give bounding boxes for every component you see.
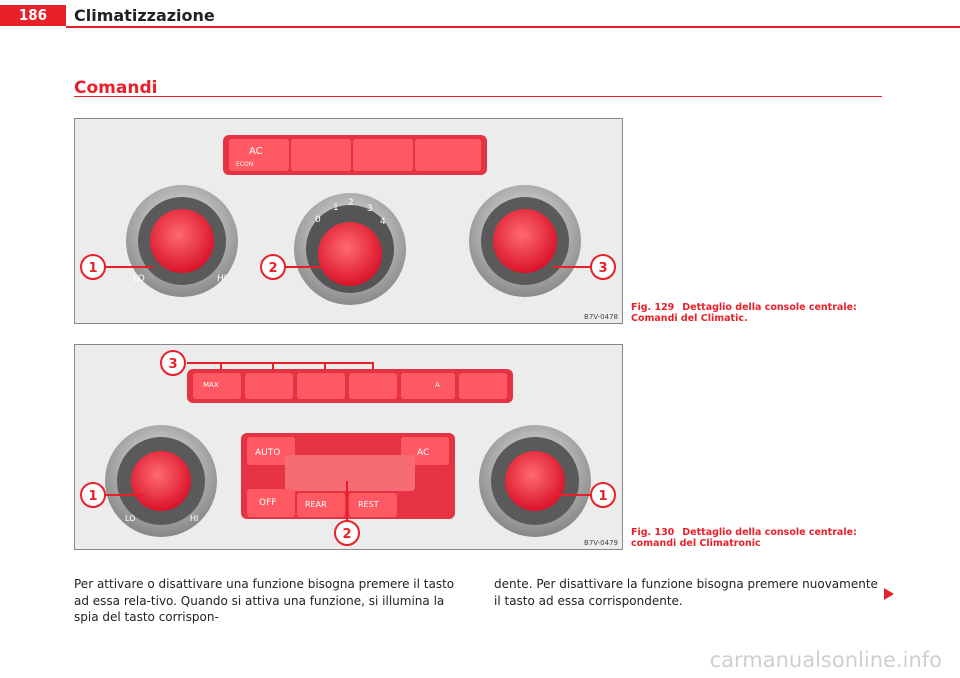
seat-button-2[interactable] bbox=[297, 373, 345, 399]
rest-button[interactable] bbox=[349, 493, 397, 517]
caption-label: Fig. 130 bbox=[631, 527, 675, 538]
climatronic-panel-illustration: MAX A AUTO AC OFF REAR REST LO HI bbox=[75, 345, 622, 549]
svg-text:3: 3 bbox=[168, 357, 177, 372]
econ-label: ECON bbox=[236, 161, 253, 168]
svg-text:3: 3 bbox=[598, 261, 607, 276]
callout-3: 3 bbox=[160, 350, 374, 376]
svg-text:AUTO: AUTO bbox=[255, 448, 280, 458]
callout-1-left: 1 bbox=[80, 482, 145, 508]
caption-label: Fig. 129 bbox=[631, 302, 675, 313]
svg-text:AC: AC bbox=[417, 448, 429, 458]
caption-text: Dettaglio della console centrale: Comand… bbox=[631, 302, 857, 324]
recirc-auto-button[interactable] bbox=[401, 373, 455, 399]
svg-text:1: 1 bbox=[598, 489, 607, 504]
seat-button-1[interactable] bbox=[245, 373, 293, 399]
svg-text:2: 2 bbox=[348, 198, 354, 208]
rear-button[interactable] bbox=[297, 493, 345, 517]
section-title: Comandi bbox=[74, 78, 158, 98]
callout-2: 2 bbox=[260, 254, 325, 280]
svg-text:REAR: REAR bbox=[305, 500, 327, 509]
svg-text:2: 2 bbox=[342, 527, 351, 542]
ac-label: AC bbox=[249, 146, 263, 157]
max-button[interactable] bbox=[193, 373, 241, 399]
svg-text:OFF: OFF bbox=[259, 498, 276, 508]
auto-button[interactable] bbox=[247, 437, 295, 465]
rear-defrost-button[interactable] bbox=[291, 139, 351, 171]
body-text-right: dente. Per disattivare la funzione bisog… bbox=[494, 577, 878, 608]
svg-text:REST: REST bbox=[358, 500, 379, 509]
hi-label: HI bbox=[217, 274, 226, 284]
ac-button[interactable] bbox=[229, 139, 289, 171]
chapter-title: Climatizzazione bbox=[74, 6, 215, 25]
svg-text:MAX: MAX bbox=[203, 381, 219, 389]
figure-code: B7V-0479 bbox=[584, 539, 618, 547]
figure-code: B7V-0478 bbox=[584, 313, 618, 321]
rear-window-button[interactable] bbox=[459, 373, 507, 399]
windshield-button[interactable] bbox=[353, 139, 413, 171]
svg-text:3: 3 bbox=[367, 204, 373, 214]
svg-text:2: 2 bbox=[268, 261, 277, 276]
body-text-left: Per attivare o disattivare una funzione … bbox=[74, 577, 455, 624]
recirculation-button[interactable] bbox=[415, 139, 481, 171]
watermark: carmanualsonline.info bbox=[709, 648, 942, 672]
svg-text:HI: HI bbox=[190, 514, 198, 523]
figure-climatic: AC ECON LO HI 0 1 2 3 4 1 2 bbox=[74, 118, 623, 324]
page-number: 186 bbox=[0, 5, 66, 26]
climatic-panel-illustration: AC ECON LO HI 0 1 2 3 4 1 2 bbox=[75, 119, 622, 323]
caption-text: Dettaglio della console centrale: comand… bbox=[631, 527, 857, 549]
svg-text:1: 1 bbox=[88, 261, 97, 276]
svg-text:0: 0 bbox=[315, 215, 321, 225]
svg-text:1: 1 bbox=[88, 489, 97, 504]
seat-button-3[interactable] bbox=[349, 373, 397, 399]
continue-arrow-icon bbox=[884, 588, 894, 600]
callout-3: 3 bbox=[553, 254, 616, 280]
svg-text:A: A bbox=[435, 381, 440, 389]
callout-1-right: 1 bbox=[555, 482, 616, 508]
callout-1: 1 bbox=[80, 254, 153, 280]
callout-2: 2 bbox=[334, 481, 360, 546]
header-rule bbox=[66, 26, 960, 28]
svg-text:LO: LO bbox=[125, 514, 135, 523]
svg-text:1: 1 bbox=[333, 203, 339, 213]
section-rule bbox=[74, 96, 882, 97]
off-button[interactable] bbox=[247, 489, 295, 517]
display-panel bbox=[285, 455, 415, 491]
figure-climatronic: MAX A AUTO AC OFF REAR REST LO HI bbox=[74, 344, 623, 550]
svg-text:4: 4 bbox=[380, 217, 386, 227]
lo-label: LO bbox=[133, 274, 145, 284]
